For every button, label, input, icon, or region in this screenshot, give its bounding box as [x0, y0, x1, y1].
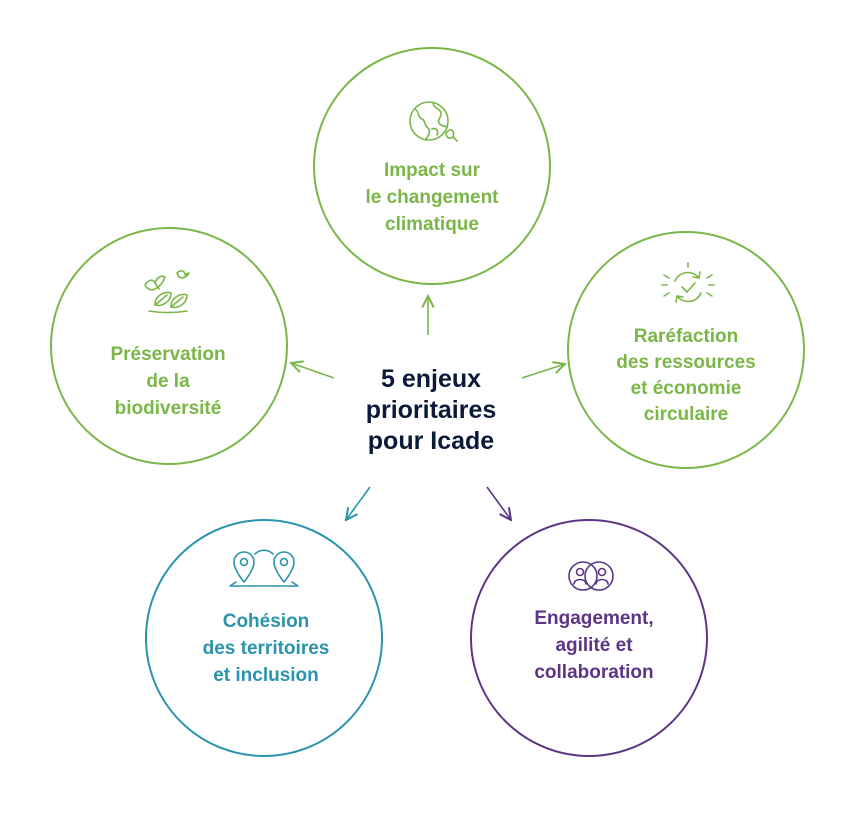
node-climate-label: Impact sur le changement climatique [365, 160, 499, 235]
map-pins-icon [229, 549, 299, 587]
node-biodiversity-label-line: de la [146, 371, 190, 392]
node-cohesion-label-line: et inclusion [213, 665, 319, 686]
node-cohesion-circle [145, 519, 383, 757]
birds-leaves-icon [144, 270, 190, 314]
node-resources-label-line: Raréfaction [634, 326, 739, 347]
node-climate-circle [313, 47, 551, 285]
node-resources-label: Raréfaction des ressources et économie circ… [616, 326, 755, 425]
node-engagement-label-line: Engagement, [534, 608, 653, 629]
node-resources-label-line: circulaire [644, 404, 729, 425]
arrow-to-biodiversity [291, 363, 335, 379]
center-title-line: 5 enjeux [381, 365, 481, 393]
people-icon [568, 561, 614, 591]
node-climate-label-line: climatique [385, 214, 479, 235]
center-title-line: prioritaires [366, 396, 497, 424]
arrow-to-cohesion [346, 486, 371, 520]
node-engagement-label-line: collaboration [534, 662, 653, 683]
node-resources-label-line: et économie [631, 378, 742, 399]
node-biodiversity: Préservation de la biodiversité [50, 227, 288, 465]
node-climate-label-line: Impact sur [384, 160, 481, 181]
globe-icon [409, 101, 458, 142]
node-engagement-circle [470, 519, 708, 757]
node-climate: Impact sur le changement climatique [313, 47, 551, 285]
node-resources-label-line: des ressources [616, 352, 755, 373]
center-title: 5 enjeux prioritaires pour Icade [366, 365, 497, 455]
node-climate-label-line: le changement [365, 187, 499, 208]
node-cohesion-label: Cohésion des territoires et inclusion [203, 611, 330, 686]
node-cohesion-label-line: Cohésion [223, 611, 310, 632]
node-cohesion: Cohésion des territoires et inclusion [145, 519, 383, 757]
node-engagement-label-line: agilité et [555, 635, 633, 656]
node-biodiversity-label-line: biodiversité [115, 398, 222, 419]
node-biodiversity-label-line: Préservation [110, 344, 225, 365]
node-engagement: Engagement, agilité et collaboration [470, 519, 708, 757]
arrow-to-engagement [486, 486, 511, 520]
arrow-to-resources [521, 364, 565, 379]
center-title-line: pour Icade [368, 427, 495, 455]
recycle-check-icon [661, 262, 715, 303]
node-biodiversity-label: Préservation de la biodiversité [110, 344, 225, 419]
node-cohesion-label-line: des territoires [203, 638, 330, 659]
node-biodiversity-circle [50, 227, 288, 465]
node-resources-circle [567, 231, 805, 469]
node-engagement-label: Engagement, agilité et collaboration [534, 608, 653, 683]
node-resources: Raréfaction des ressources et économie circ… [567, 231, 805, 469]
